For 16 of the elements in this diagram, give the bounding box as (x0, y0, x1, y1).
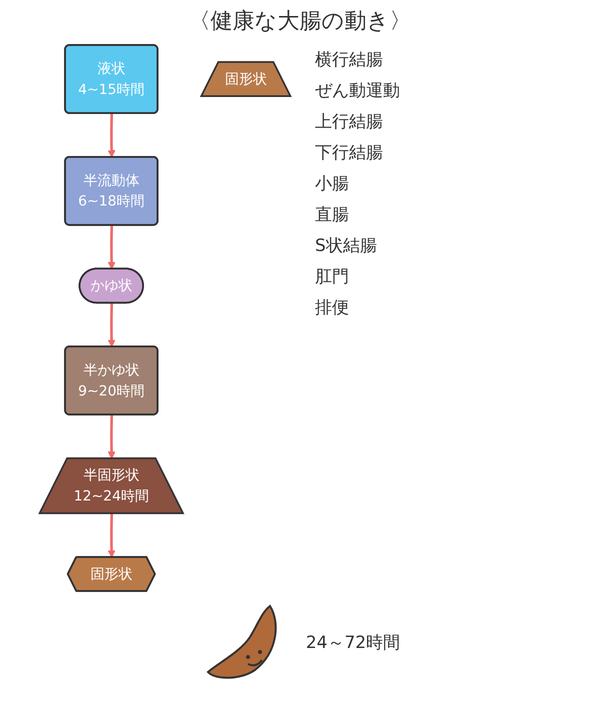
arrow (108, 414, 116, 459)
title: 〈健康な大腸の動き〉 (188, 8, 412, 36)
region-label: 下行結腸 (315, 142, 384, 164)
duration-label: 24～72時間 (306, 632, 400, 652)
region-label: 横行結腸 (315, 49, 384, 71)
arrow (108, 514, 116, 558)
region-label: ぜん動運動 (315, 80, 401, 102)
region-label: 直腸 (315, 204, 350, 226)
arrow (108, 225, 116, 270)
region-label: 肛門 (315, 266, 350, 288)
region-label: S状結腸 (315, 235, 378, 257)
arrow (108, 114, 116, 158)
region-label: 上行結腸 (315, 111, 384, 133)
region-label: 排便 (315, 297, 350, 319)
arrow (108, 303, 116, 348)
region-label: 小腸 (315, 173, 350, 195)
